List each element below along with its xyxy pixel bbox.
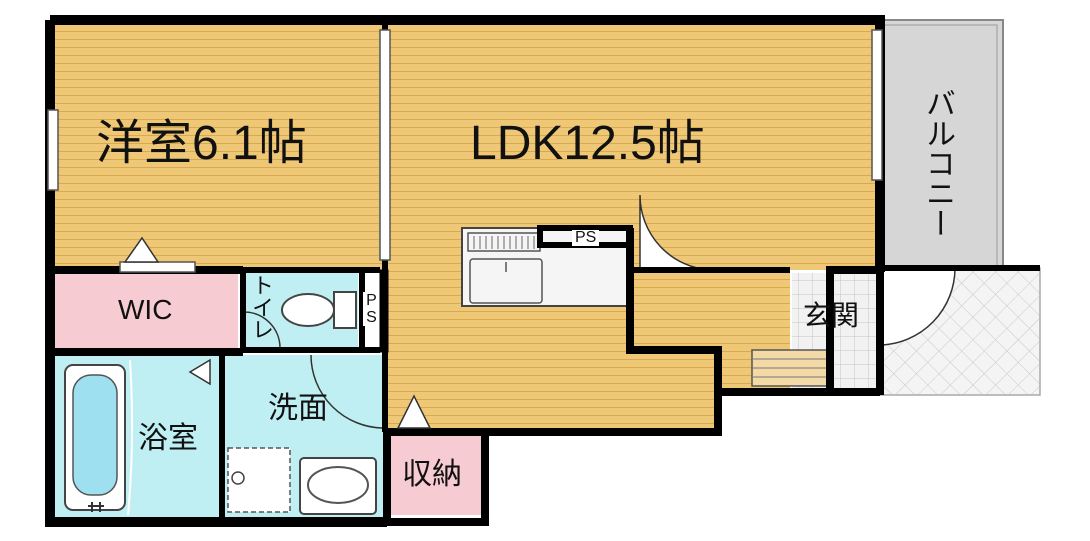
ps-kitchen-label: PS xyxy=(572,230,600,246)
balcony-label: バルコニー xyxy=(921,88,954,238)
bath-divider xyxy=(127,359,134,516)
bath-label: 浴室 xyxy=(138,422,198,455)
washing-machine-pan xyxy=(227,447,291,513)
entrance-label: 玄関 xyxy=(803,300,860,331)
wic-floor xyxy=(55,270,238,350)
entry-markers xyxy=(123,236,432,429)
toilet-bowl xyxy=(281,291,357,329)
windows xyxy=(47,29,883,273)
ps-toilet-label: PS xyxy=(363,292,380,326)
western-room-floor xyxy=(55,25,385,270)
kitchen-counter xyxy=(461,227,628,307)
washroom-label: 洗面 xyxy=(268,392,328,425)
entrance-step xyxy=(751,349,829,387)
toilet-label: トイレ xyxy=(249,274,274,340)
washbasin xyxy=(299,457,377,515)
bathtub xyxy=(64,364,126,512)
western-room-label: 洋室6.1帖 xyxy=(96,117,307,170)
storage-floor xyxy=(390,435,482,515)
wic-label: WIC xyxy=(118,294,173,325)
ldk-label: LDK12.5帖 xyxy=(470,117,705,170)
storage-label: 収納 xyxy=(402,458,462,491)
balcony xyxy=(877,19,1004,273)
